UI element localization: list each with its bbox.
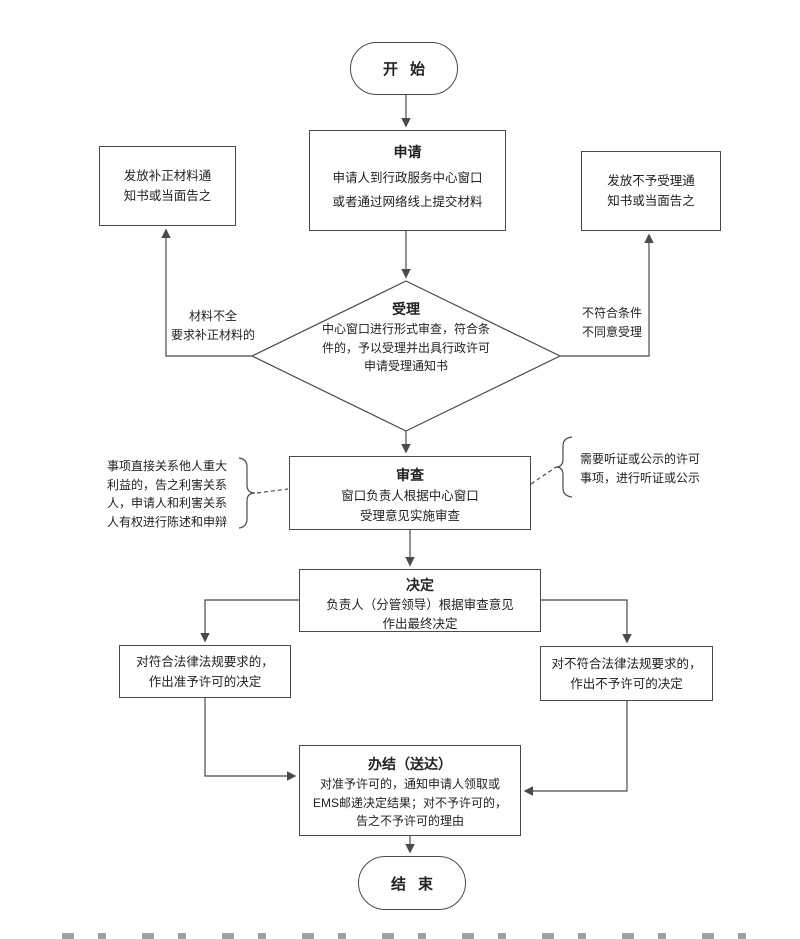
branch-label-left-text: 材料不全 要求补正材料的 <box>170 309 255 342</box>
end-label: 结束 <box>390 875 445 893</box>
accept-title: 受理 <box>392 301 420 317</box>
note-right: 需要听证或公示的许可 事项，进行听证或公示 <box>580 450 732 487</box>
decision-node: 决定 负责人（分管领导）根据审查意见 作出最终决定 <box>299 569 541 632</box>
approve-text: 对符合法律法规要求的， 作出准予许可的决定 <box>136 654 274 689</box>
review-title: 审查 <box>396 467 424 483</box>
complete-node: 办结（送达） 对准予许可的，通知申请人领取或 EMS邮递决定结果；对不予许可的，… <box>299 745 521 836</box>
end-node: 结束 <box>358 856 466 910</box>
note-left-text: 事项直接关系他人重大 利益的，告之利害关系 人，申请人和利害关系 人有权进行陈述… <box>106 459 227 529</box>
start-label: 开始 <box>382 61 437 78</box>
connector-note-right-dashed <box>530 466 557 485</box>
connector-decide-approve <box>200 599 299 643</box>
connector-accept-correction <box>161 228 252 357</box>
decision-title: 决定 <box>406 577 434 593</box>
branch-label-right: 不符合条件 不同意受理 <box>568 304 656 341</box>
branch-label-right-text: 不符合条件 不同意受理 <box>581 306 642 339</box>
apply-body: 申请人到行政服务中心窗口 或者通过网络线上提交材料 <box>332 171 483 210</box>
deny-text: 对不符合法律法规要求的， 作出不予许可的决定 <box>551 656 702 691</box>
brace-left-icon <box>238 457 256 529</box>
accept-node: 受理 中心窗口进行形式审查，符合条 件的，予以受理并出具行政许可 申请受理通知书 <box>296 299 516 376</box>
accept-body: 中心窗口进行形式审查，符合条 件的，予以受理并出具行政许可 申请受理通知书 <box>321 322 490 374</box>
connector-accept-rejection <box>560 233 654 357</box>
branch-label-left: 材料不全 要求补正材料的 <box>160 307 266 344</box>
connector-deny-complete <box>523 701 628 796</box>
decision-body: 负责人（分管领导）根据审查意见 作出最终决定 <box>326 598 514 631</box>
note-left: 事项直接关系他人重大 利益的，告之利害关系 人，申请人和利害关系 人有权进行陈述… <box>94 457 240 531</box>
apply-title: 申请 <box>393 144 422 160</box>
deny-node: 对不符合法律法规要求的， 作出不予许可的决定 <box>540 646 713 701</box>
cutoff-text-artifact <box>62 933 764 939</box>
correction-notice-node: 发放补正材料通 知书或当面告之 <box>99 146 236 226</box>
start-node: 开始 <box>350 42 458 95</box>
rejection-notice-node: 发放不予受理通 知书或当面告之 <box>581 151 721 231</box>
note-right-text: 需要听证或公示的许可 事项，进行听证或公示 <box>580 452 701 485</box>
complete-title: 办结（送达） <box>368 756 452 772</box>
connector-note-left-dashed <box>256 488 289 494</box>
complete-body: 对准予许可的，通知申请人领取或 EMS邮递决定结果；对不予许可的， 告之不予许可… <box>312 777 507 829</box>
review-body: 窗口负责人根据中心窗口 受理意见实施审查 <box>341 489 479 523</box>
review-node: 审查 窗口负责人根据中心窗口 受理意见实施审查 <box>289 456 531 530</box>
rejection-notice-text: 发放不予受理通 知书或当面告之 <box>607 174 695 208</box>
approve-node: 对符合法律法规要求的， 作出准予许可的决定 <box>119 645 291 698</box>
connector-decide-deny <box>541 599 632 644</box>
correction-notice-text: 发放补正材料通 知书或当面告之 <box>123 169 212 203</box>
brace-right-icon <box>555 436 573 498</box>
connector-approve-complete <box>204 698 297 781</box>
apply-node: 申请 申请人到行政服务中心窗口 或者通过网络线上提交材料 <box>309 130 506 231</box>
